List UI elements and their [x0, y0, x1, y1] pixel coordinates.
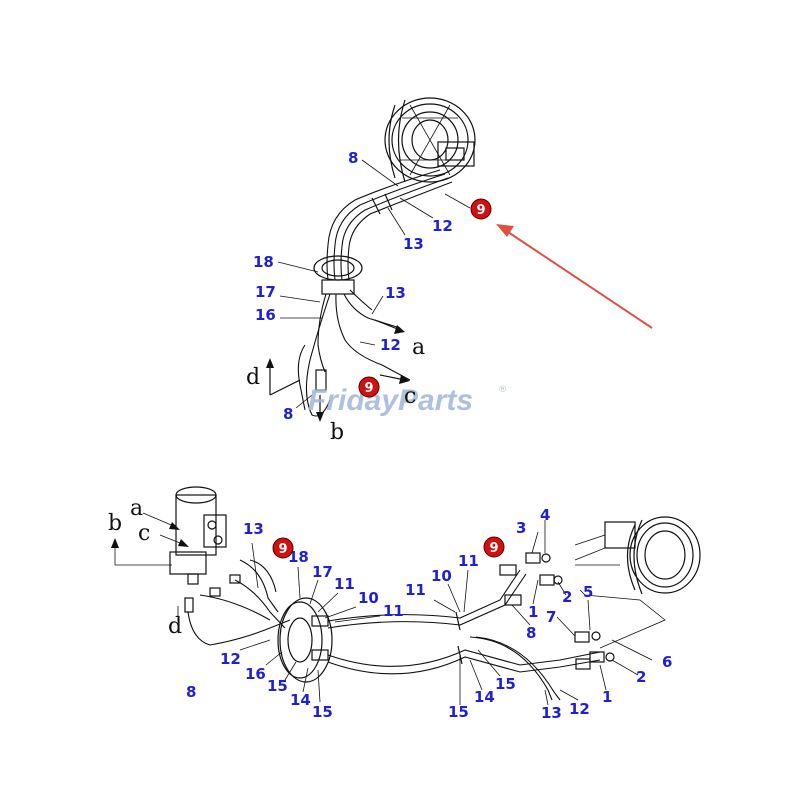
top-part-label-2: 13 [403, 235, 424, 253]
bottom-leader-lines [239, 520, 653, 706]
pointer-arrow [496, 224, 653, 329]
watermark: Friday Parts ® [308, 384, 507, 417]
bottom-part-label-12: 11 [405, 581, 426, 599]
bottom-part-label-3: 11 [334, 575, 355, 593]
top-part-label-3: 18 [253, 253, 274, 271]
top-part-labels: 8 12 13 18 17 16 13 12 8 [253, 149, 453, 423]
top-final-drive [384, 97, 476, 183]
top-part-label-0: 8 [348, 149, 358, 167]
top-port-letter-2: d [246, 365, 260, 390]
top-port-letter-3: b [330, 420, 344, 445]
top-part-label-5: 16 [255, 306, 276, 324]
top-part-label-7: 12 [380, 336, 401, 354]
bottom-part-label-17: 2 [562, 588, 572, 606]
bottom-part-label-22: 6 [662, 653, 672, 671]
bottom-part-label-5: 11 [383, 602, 404, 620]
callout-badge-label-2: 9 [278, 542, 287, 557]
callout-badge-circle-1 [358, 376, 380, 398]
bottom-part-label-14: 11 [458, 552, 479, 570]
bottom-fittings [499, 552, 615, 670]
callout-badge-circle-2 [272, 537, 294, 559]
bottom-part-label-29: 12 [569, 700, 590, 718]
bottom-part-label-23: 2 [636, 668, 646, 686]
bottom-part-label-1: 18 [288, 548, 309, 566]
top-arrows [266, 319, 410, 422]
bottom-port-letter-3: d [168, 614, 182, 639]
callout-badge-circle-3 [483, 536, 505, 558]
bottom-final-drive [574, 516, 701, 649]
bottom-center-joint [277, 597, 333, 683]
bottom-part-label-24: 1 [602, 688, 612, 706]
bottom-part-label-19: 7 [546, 608, 556, 626]
top-port-letter-1: c [404, 384, 416, 409]
bottom-part-label-2: 17 [312, 563, 333, 581]
bottom-port-letter-0: a [130, 496, 143, 521]
bottom-part-label-8: 8 [186, 683, 196, 701]
bottom-part-label-6: 12 [220, 650, 241, 668]
bottom-part-label-7: 16 [245, 665, 266, 683]
bottom-port-letter-1: b [108, 511, 122, 536]
callout-badge-circle-0 [470, 198, 492, 220]
bottom-part-label-0: 13 [243, 520, 264, 538]
watermark-reg: ® [498, 385, 507, 395]
bottom-part-label-9: 15 [267, 677, 288, 695]
callout-badges: 9 9 9 9 [272, 198, 505, 559]
bottom-part-label-18: 1 [528, 603, 538, 621]
watermark-text-1: Friday [308, 384, 399, 417]
bottom-part-label-15: 3 [516, 519, 526, 537]
bottom-part-label-26: 14 [474, 688, 495, 706]
top-port-letters: ac d b [246, 335, 425, 445]
bottom-part-label-25: 15 [448, 703, 469, 721]
top-part-label-8: 8 [283, 405, 293, 423]
bottom-part-label-11: 15 [312, 703, 333, 721]
top-part-label-4: 17 [255, 283, 276, 301]
bottom-part-label-16: 4 [540, 506, 550, 524]
bottom-hoses-left [187, 559, 291, 646]
top-hoses [326, 169, 453, 281]
top-part-label-1: 12 [432, 217, 453, 235]
bottom-part-label-13: 10 [431, 567, 452, 585]
bottom-part-label-21: 8 [526, 624, 536, 642]
watermark-text-2: Parts [398, 384, 473, 417]
bottom-part-label-20: 5 [583, 583, 593, 601]
bottom-port-letter-2: c [138, 521, 150, 546]
top-leader-lines [277, 159, 471, 409]
bottom-part-label-10: 14 [290, 691, 311, 709]
top-part-label-6: 13 [385, 284, 406, 302]
callout-badge-label-1: 9 [364, 381, 373, 396]
bottom-part-label-28: 13 [541, 704, 562, 722]
callout-badge-label-0: 9 [476, 203, 485, 218]
bottom-part-label-4: 10 [358, 589, 379, 607]
top-port-letter-0: a [412, 335, 425, 360]
callout-badge-label-3: 9 [489, 541, 498, 556]
bottom-swivel-joint [111, 486, 241, 620]
bottom-part-label-27: 15 [495, 675, 516, 693]
